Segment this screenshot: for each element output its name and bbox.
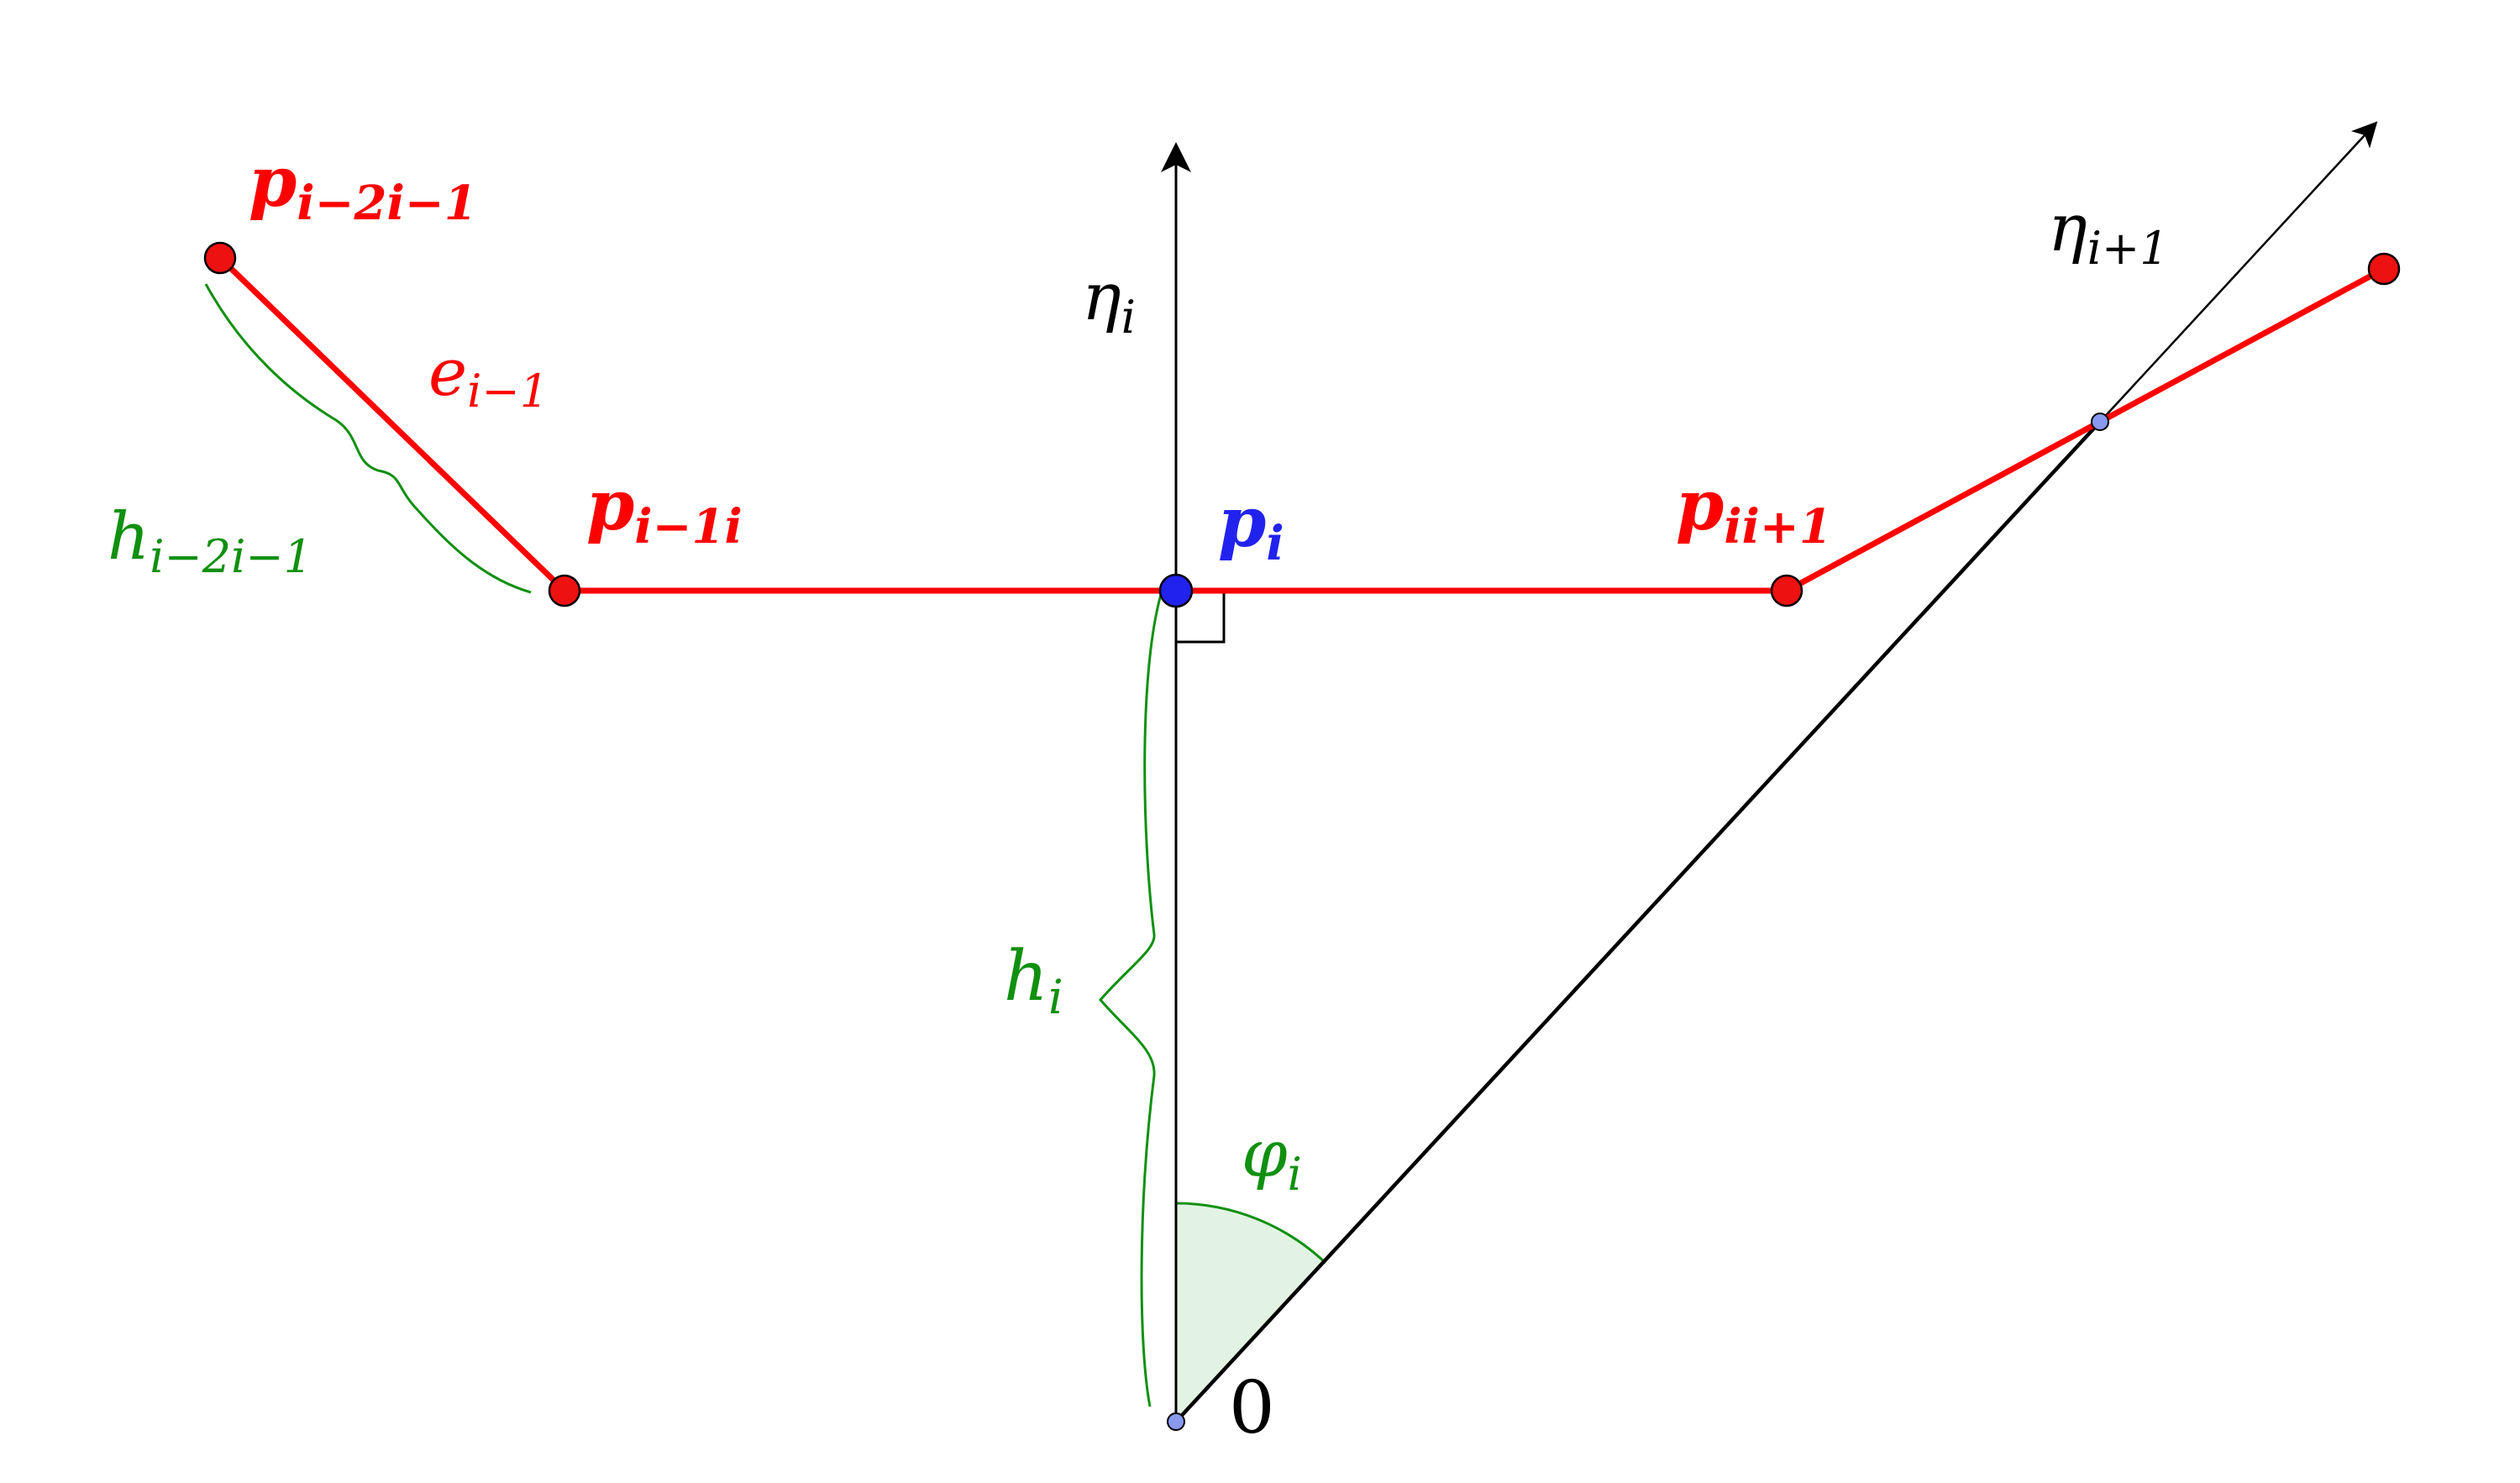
label-e-i-minus1: ei−1: [428, 335, 549, 418]
vertex-p-i-minus1: [548, 574, 581, 607]
label-p-i-plus1: pii+1: [1676, 465, 1832, 555]
vertex-p-i-plus1: [1770, 574, 1803, 607]
label-eta-i: ηi: [1082, 260, 1136, 344]
label-eta-i-plus1: ηi+1: [2048, 191, 2169, 275]
label-h-i: hi: [1004, 937, 1063, 1025]
label-p-i-minus2: pi−2i−1: [249, 142, 477, 231]
label-h-i-minus2: hi−2i−1: [108, 499, 312, 583]
vertex-end: [2367, 252, 2401, 286]
label-phi-i: φi: [1242, 1117, 1302, 1201]
label-p-i-minus1: pi−1i: [586, 465, 743, 555]
point-p-i: [1158, 573, 1194, 608]
eta-i-plus1-axis-lower: [1174, 420, 2102, 1423]
angle-phi-arc: [1175, 1202, 1327, 1265]
angle-phi-sector: [1176, 1203, 1326, 1422]
origin-point: [1167, 1412, 1185, 1431]
label-origin: 0: [1229, 1366, 1275, 1450]
brace-h-i-minus2: [204, 283, 532, 594]
label-p-i: pi: [1218, 482, 1284, 571]
polyline-edges: [218, 255, 2386, 594]
vertex-p-i-minus2: [203, 241, 237, 275]
intersection-point: [2091, 413, 2109, 431]
brace-h-i: [1099, 591, 1163, 1407]
eta-i-plus1-axis-upper: [2099, 121, 2378, 423]
right-angle-marker: [1176, 590, 1226, 644]
